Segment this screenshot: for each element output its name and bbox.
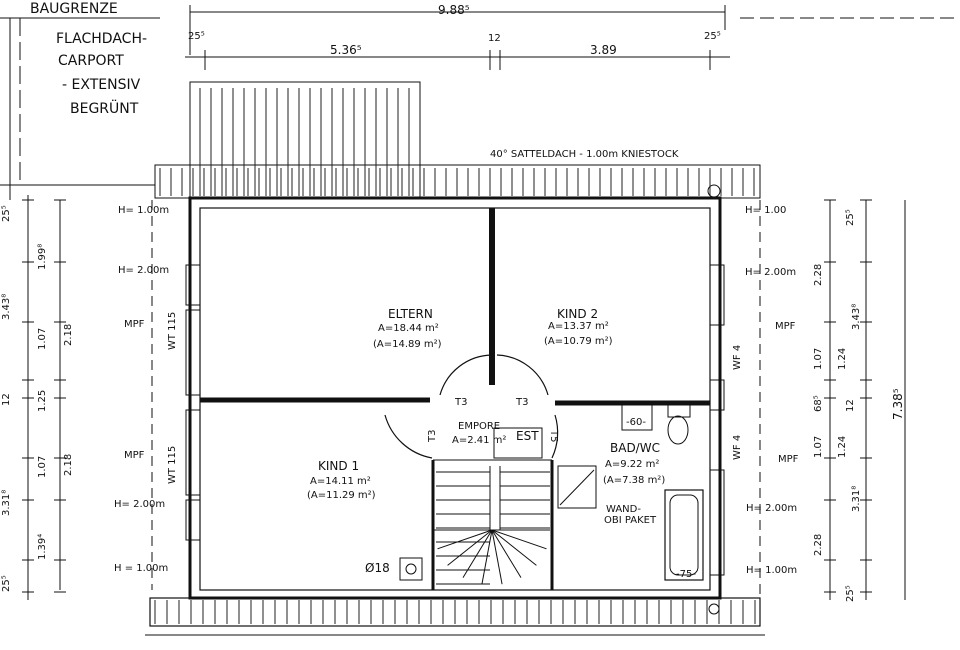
left-mpf-label-2: MPF	[124, 450, 145, 461]
left-inner-dim-1: 2.18	[63, 323, 74, 346]
total-width-label: 9.88⁵	[438, 3, 470, 17]
left-height-label-4: H = 1.00m	[114, 563, 169, 574]
right-dim-3: 3.43⁸	[851, 303, 862, 330]
room-kind2-net: (A=10.79 m²)	[544, 336, 613, 347]
right-dim-total: 7.38⁵	[891, 388, 905, 420]
package-label-1: WAND-	[606, 504, 641, 515]
room-kind1-name: KIND 1	[318, 459, 360, 473]
left-dim-bottom-margin: 25⁵	[1, 575, 12, 592]
stair-winder	[447, 529, 493, 566]
room-eltern-area: A=18.44 m²	[378, 323, 439, 334]
door-label-bad: T5	[548, 430, 559, 443]
left-inner-dim-2: 2.18	[63, 453, 74, 476]
top-dim-left-margin: 25⁵	[188, 31, 205, 42]
stair-winder	[491, 529, 522, 578]
stair-winder	[491, 529, 503, 585]
sink-label: -60-	[626, 417, 646, 428]
room-bad-area: A=9.22 m²	[605, 459, 660, 470]
outer-wall	[188, 196, 722, 600]
left-mpf-label-1: MPF	[124, 319, 145, 330]
left-mid-dim-3: 1.25	[37, 389, 48, 412]
right-dim-5: 1.24	[837, 347, 848, 370]
left-mid-dim-1: 1.99⁸	[37, 243, 48, 270]
left-height-label-2: H= 2.00m	[118, 265, 170, 276]
staircase	[434, 466, 550, 585]
stair-winder	[481, 529, 493, 585]
tub-label: -75-	[676, 569, 696, 580]
room-kind2-area: A=13.37 m²	[548, 321, 609, 332]
top-dim-wall: 12	[488, 33, 501, 44]
room-kind1-area: A=14.11 m²	[310, 476, 371, 487]
left-dim-top-margin: 25⁵	[1, 205, 12, 222]
top-dim-right-margin: 25⁵	[704, 31, 721, 42]
right-wf-label-2: WF 4	[732, 434, 743, 460]
right-dim-10: 3.31⁸	[851, 485, 862, 512]
door-label-empore-left: T3	[455, 397, 468, 408]
door-label-empore-right: T3	[516, 397, 529, 408]
left-height-label-3: H= 2.00m	[114, 499, 166, 510]
stair-winder	[491, 529, 547, 550]
right-wf-label-1: WF 4	[732, 344, 743, 370]
right-dim-7: 12	[845, 399, 856, 412]
carport-note-line-3: - EXTENSIV	[62, 77, 141, 93]
stair-winder	[462, 529, 493, 578]
right-dim-2: 2.28	[813, 263, 824, 286]
chimney-label: Ø18	[365, 561, 390, 575]
right-dim-11: 2.28	[813, 533, 824, 556]
left-dim-lower-span: 3.31⁸	[1, 489, 12, 516]
room-kind2-name: KIND 2	[557, 307, 599, 321]
right-dim-9: 1.24	[837, 435, 848, 458]
room-bad-net: (A=7.38 m²)	[603, 475, 666, 486]
left-wt-label-1: WT 115	[167, 311, 178, 350]
left-mid-dim-5: 1.39⁴	[37, 533, 48, 560]
package-label-2: OBI PAKET	[604, 515, 657, 526]
stair-winder	[437, 529, 493, 550]
right-height-label-1: H= 1.00	[745, 205, 787, 216]
right-height-label-4: H= 1.00m	[746, 565, 798, 576]
carport-note-line-1: FLACHDACH-	[56, 31, 148, 47]
left-wt-label-2: WT 115	[167, 445, 178, 484]
left-mid-dim-2: 1.07	[37, 327, 48, 350]
right-height-label-2: H= 2.00m	[745, 267, 797, 278]
carport-note-line-2: CARPORT	[58, 53, 124, 69]
room-empore-est: EST	[516, 429, 539, 443]
right-dim-4: 1.07	[813, 347, 824, 370]
left-height-label-1: H= 1.00m	[118, 205, 170, 216]
right-dim-8: 1.07	[813, 435, 824, 458]
roof-note: 40° SATTELDACH - 1.00m KNIESTOCK	[490, 149, 679, 160]
left-dim-wall: 12	[1, 393, 12, 406]
room-eltern-net: (A=14.89 m²)	[373, 339, 442, 350]
right-dim-1: 25⁵	[845, 209, 856, 226]
room-empore-area: A=2.41 m²	[452, 435, 507, 446]
right-dim-12: 25⁵	[845, 585, 856, 602]
right-dim-6: 68⁵	[813, 395, 824, 412]
right-mpf-label-1: MPF	[775, 321, 796, 332]
left-dim-upper-span: 3.43⁸	[1, 293, 12, 320]
boundary-label: BAUGRENZE	[30, 1, 118, 17]
room-kind1-net: (A=11.29 m²)	[307, 490, 376, 501]
room-empore-name: EMPORE	[458, 421, 501, 432]
room-bad-name: BAD/WC	[610, 441, 660, 455]
room-eltern-name: ELTERN	[388, 307, 433, 321]
top-dim-right-span: 3.89	[590, 43, 617, 57]
right-mpf-label-2: MPF	[778, 454, 799, 465]
left-mid-dim-4: 1.07	[37, 455, 48, 478]
stair-winder	[491, 529, 537, 566]
carport-note-line-4: BEGRÜNT	[70, 101, 139, 117]
door-label-kind1: T3	[427, 429, 438, 442]
top-dim-left-span: 5.36⁵	[330, 43, 362, 57]
right-height-label-3: H= 2.00m	[746, 503, 798, 514]
